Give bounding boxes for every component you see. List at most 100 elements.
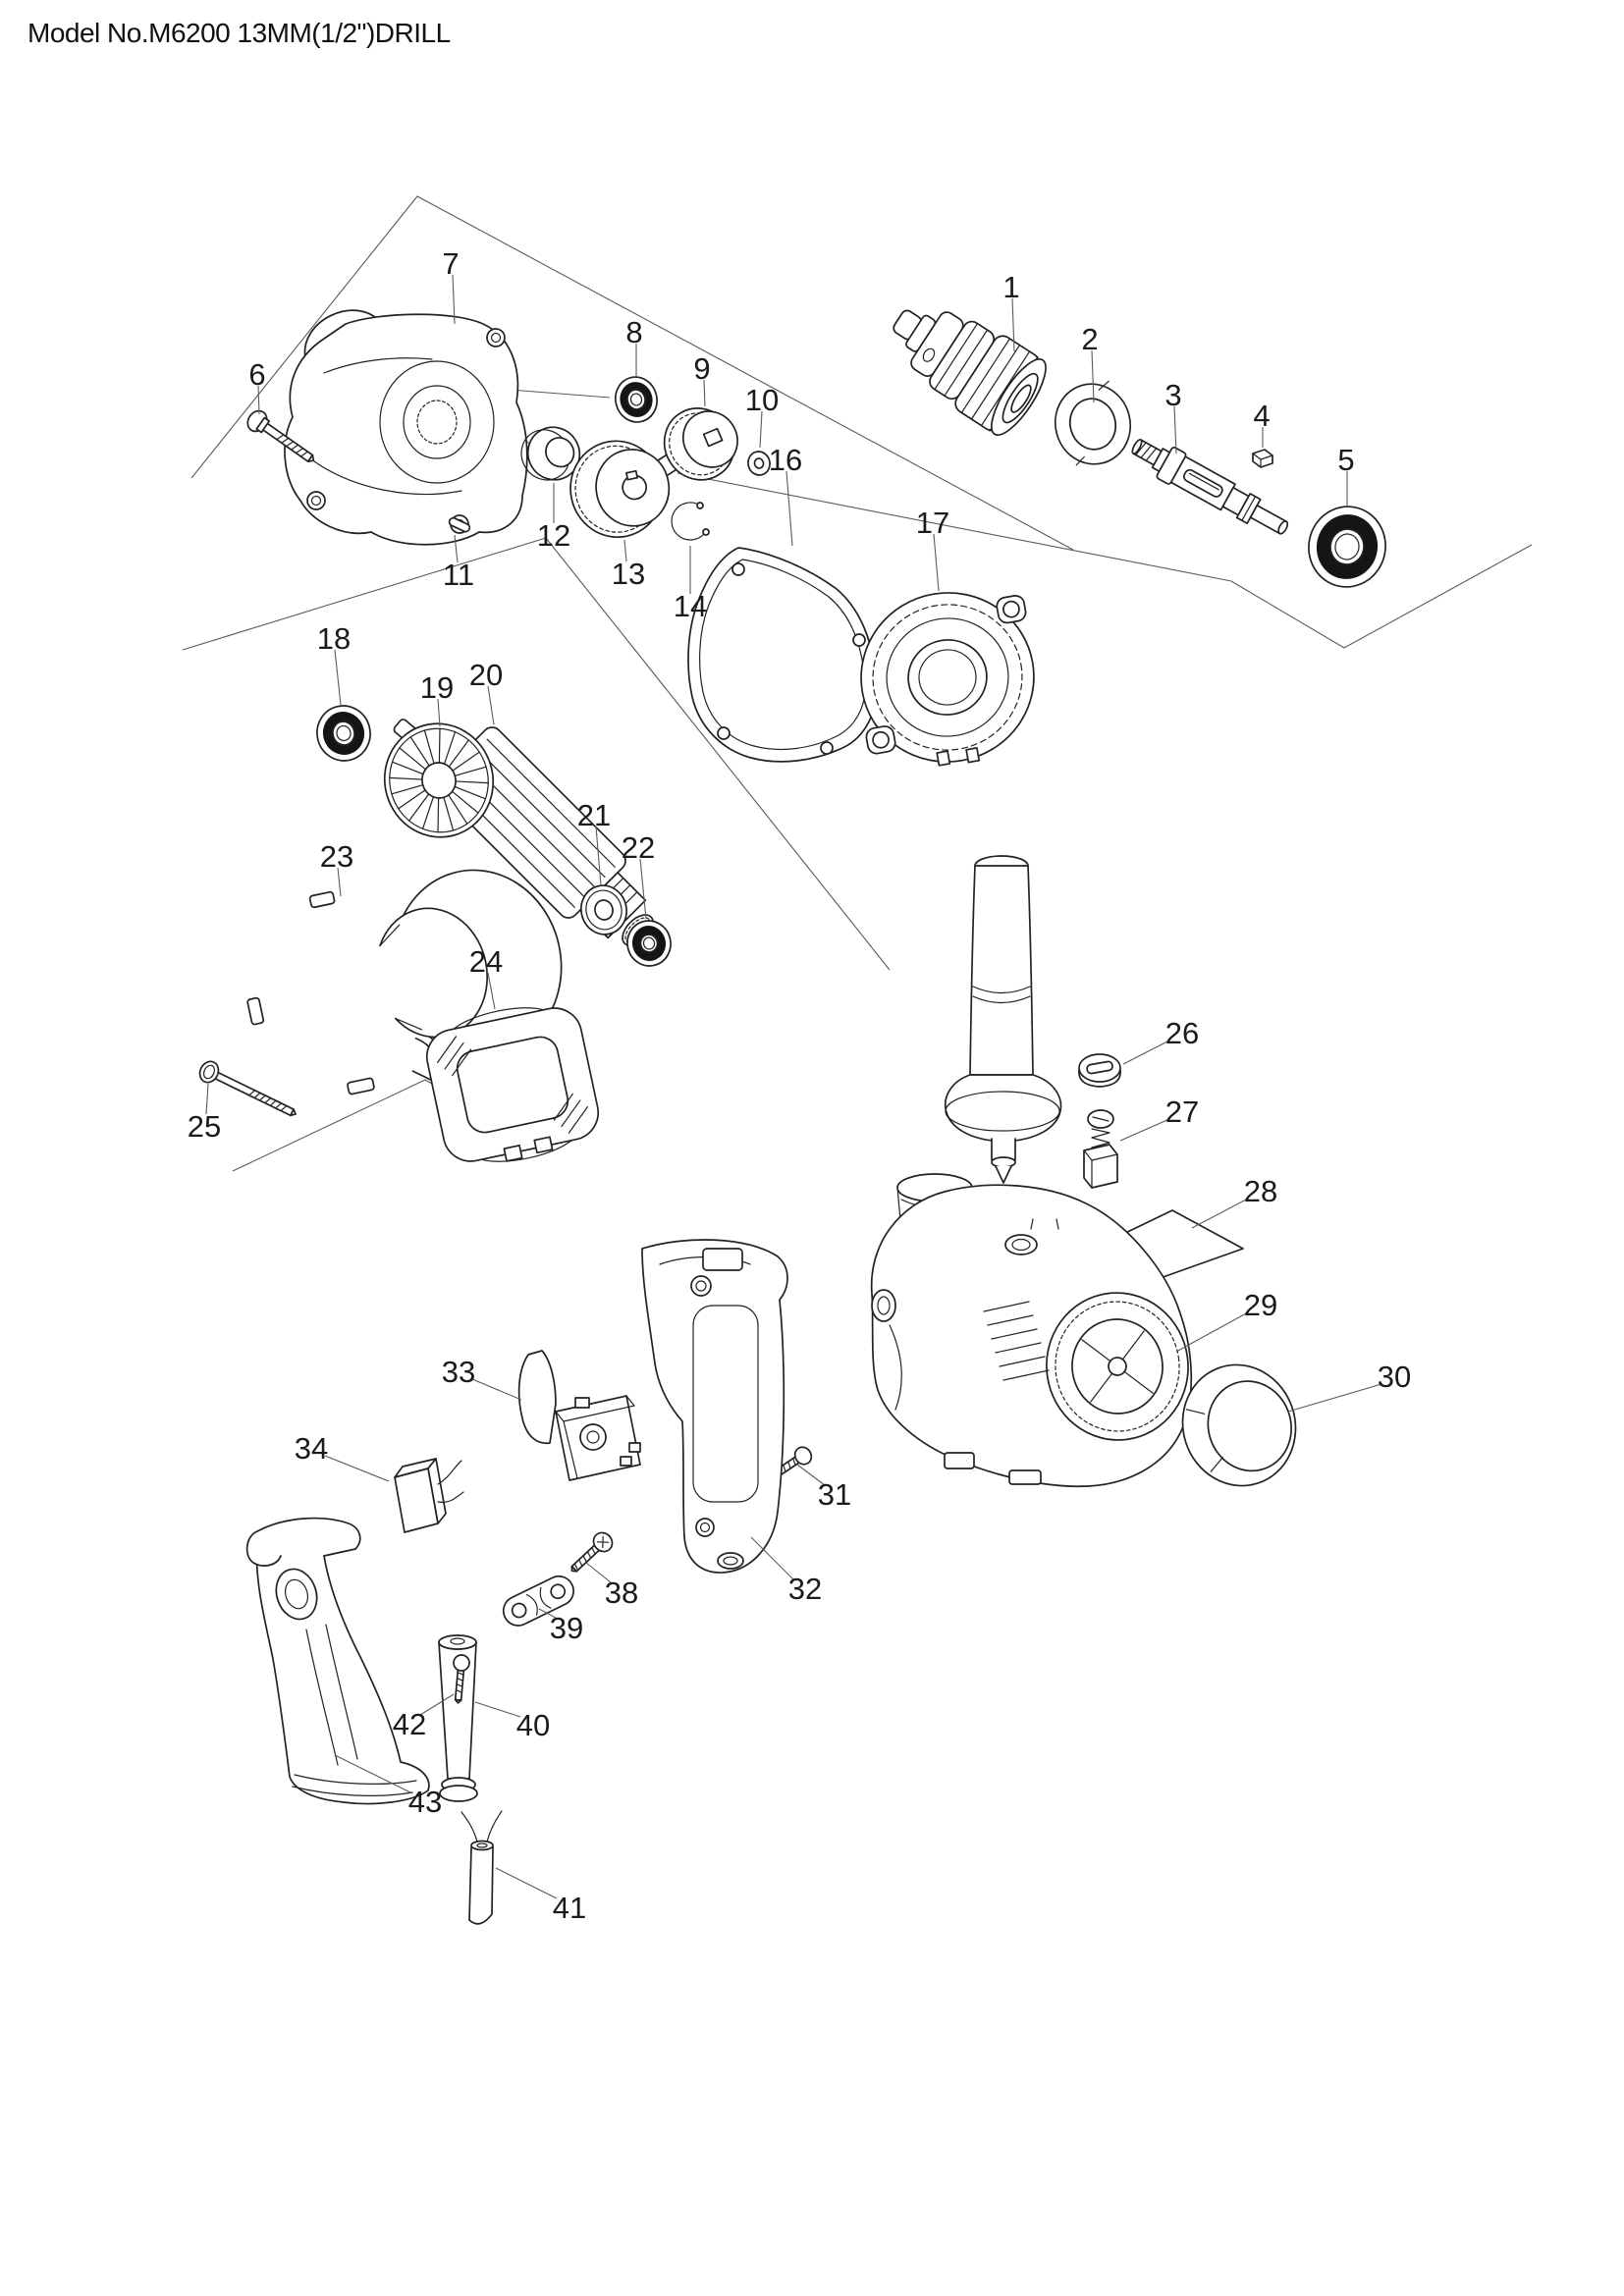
part-power-cord	[460, 1810, 503, 1925]
part-bushing	[520, 426, 581, 481]
part-side-grip	[945, 855, 1062, 1184]
part-bearing-22	[626, 920, 672, 967]
part-number-12: 12	[537, 518, 570, 553]
leader-line-21	[595, 826, 602, 886]
part-number-5: 5	[1337, 443, 1354, 477]
leader-line-43	[334, 1754, 413, 1794]
part-number-16: 16	[769, 443, 802, 477]
part-field	[425, 1007, 600, 1162]
part-number-26: 26	[1165, 1016, 1199, 1050]
leader-line-25	[205, 1083, 209, 1115]
leader-line-32	[750, 1536, 794, 1580]
part-number-42: 42	[393, 1707, 426, 1741]
part-retaining-ring	[671, 502, 710, 541]
part-bearing-18	[316, 705, 371, 762]
part-carbon-brush	[1083, 1109, 1118, 1189]
part-cord-clamp	[502, 1575, 574, 1627]
part-number-4: 4	[1253, 399, 1270, 433]
leader-line-34	[324, 1455, 390, 1482]
part-screw-42	[453, 1654, 470, 1704]
part-number-24: 24	[469, 944, 503, 979]
part-number-11: 11	[443, 558, 474, 592]
part-number-32: 32	[788, 1572, 822, 1606]
part-number-23: 23	[320, 839, 353, 874]
part-number-22: 22	[622, 830, 655, 865]
part-baffle-plate	[246, 869, 563, 1095]
part-spur-gear	[569, 440, 671, 539]
part-rear-cover	[1181, 1363, 1297, 1487]
leader-line-10	[759, 410, 763, 449]
leader-line-6	[257, 385, 260, 415]
leader-line-16	[785, 470, 793, 547]
leader-line-31	[796, 1464, 826, 1486]
part-key	[1252, 449, 1273, 468]
part-screw-6	[246, 409, 315, 462]
part-handle-base	[245, 1517, 430, 1805]
part-washer-21	[580, 884, 627, 935]
leader-line-33	[471, 1378, 522, 1401]
assembly-axis-lines	[182, 195, 1533, 1236]
part-number-13: 13	[612, 557, 645, 591]
leader-line-11	[454, 534, 459, 563]
part-pinion-gear	[651, 407, 738, 481]
part-handle-cover	[641, 1239, 788, 1574]
part-drill-chuck	[893, 309, 1047, 436]
part-gasket	[687, 547, 879, 763]
leader-line-30	[1287, 1383, 1382, 1413]
part-noise-suppressor	[394, 1458, 464, 1533]
part-number-7: 7	[442, 246, 459, 281]
part-gear-housing	[284, 309, 528, 546]
part-number-25: 25	[188, 1109, 221, 1144]
part-washer-10	[747, 451, 771, 476]
part-number-30: 30	[1378, 1360, 1411, 1394]
part-number-8: 8	[625, 315, 642, 349]
leader-line-1	[1011, 297, 1015, 352]
part-switch	[517, 1350, 641, 1481]
part-number-14: 14	[674, 589, 707, 623]
part-spindle	[1131, 439, 1289, 535]
part-number-6: 6	[248, 357, 265, 392]
leader-line-28	[1191, 1198, 1249, 1229]
leader-line-24	[487, 972, 496, 1010]
leader-line-17	[933, 533, 940, 592]
part-ring-gear	[860, 592, 1035, 767]
leader-line-40	[474, 1701, 521, 1718]
leader-line-39	[538, 1608, 557, 1619]
part-cord-guard	[438, 1634, 478, 1802]
part-number-29: 29	[1244, 1288, 1277, 1322]
leader-line-27	[1119, 1118, 1170, 1142]
part-number-1: 1	[1002, 270, 1019, 304]
leader-line-7	[452, 274, 456, 325]
leader-line-38	[585, 1562, 612, 1583]
leader-line-29	[1175, 1311, 1249, 1353]
part-number-34: 34	[295, 1431, 328, 1466]
leader-line-2	[1091, 349, 1095, 403]
part-number-27: 27	[1165, 1095, 1199, 1129]
part-number-28: 28	[1244, 1174, 1277, 1208]
part-number-43: 43	[408, 1785, 442, 1819]
part-pin	[448, 516, 471, 533]
part-number-9: 9	[693, 351, 710, 386]
part-number-3: 3	[1164, 378, 1181, 412]
part-number-31: 31	[818, 1477, 851, 1512]
part-number-41: 41	[553, 1891, 586, 1925]
leader-line-20	[487, 685, 495, 725]
leader-line-9	[703, 379, 706, 407]
leader-line-23	[337, 867, 342, 897]
part-number-18: 18	[317, 621, 351, 656]
part-fan	[383, 722, 495, 838]
part-screw-38	[570, 1531, 614, 1573]
leader-line-13	[623, 539, 627, 562]
leader-line-19	[437, 698, 441, 727]
part-number-17: 17	[916, 506, 949, 540]
leader-line-26	[1122, 1040, 1170, 1065]
leader-line-22	[639, 858, 647, 920]
part-number-19: 19	[420, 670, 454, 705]
part-number-21: 21	[577, 798, 611, 832]
part-bearing-5	[1308, 506, 1386, 588]
page-title: Model No.M6200 13MM(1/2")DRILL	[27, 18, 451, 48]
part-brush-holder-cap	[1078, 1053, 1121, 1088]
